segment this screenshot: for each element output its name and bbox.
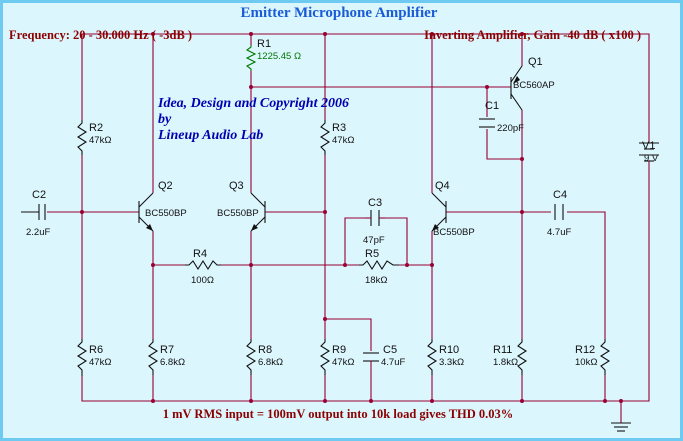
label-r6-value: 47kΩ bbox=[89, 357, 111, 368]
label-c3-value: 47pF bbox=[363, 235, 385, 246]
label-q3-value: BC550BP bbox=[217, 208, 259, 219]
capacitors bbox=[21, 118, 564, 367]
label-q4-value: BC550BP bbox=[433, 227, 475, 238]
label-q4-ref: Q4 bbox=[435, 180, 450, 192]
resistor-r9 bbox=[319, 339, 331, 375]
transistors bbox=[138, 65, 523, 232]
label-c2-value: 2.2uF bbox=[26, 227, 50, 238]
label-c5-value: 4.7uF bbox=[381, 357, 405, 368]
label-r3-value: 47kΩ bbox=[332, 135, 354, 146]
label-r4-value: 100Ω bbox=[191, 275, 214, 286]
label-r10-ref: R10 bbox=[439, 344, 459, 356]
label-c3-ref: C3 bbox=[368, 197, 382, 209]
label-r7-value: 6.8kΩ bbox=[160, 357, 185, 368]
label-r1-value: 1225.45 Ω bbox=[257, 51, 301, 62]
label-c5-ref: C5 bbox=[383, 344, 397, 356]
label-q3-ref: Q3 bbox=[229, 180, 244, 192]
resistor-r10 bbox=[426, 339, 438, 375]
component-labels: R1 1225.45 Ω R2 47kΩ R3 47kΩ R4 100Ω R5 … bbox=[26, 38, 659, 368]
battery-v1 bbox=[639, 142, 659, 167]
label-r11-value: 1.8kΩ bbox=[493, 357, 518, 368]
label-q2-value: BC550BP bbox=[145, 208, 187, 219]
credit-line-2: by bbox=[158, 112, 172, 127]
resistor-r7 bbox=[147, 339, 159, 375]
resistor-r6 bbox=[76, 339, 88, 376]
resistors bbox=[76, 45, 611, 376]
label-c4-value: 4.7uF bbox=[547, 227, 571, 238]
junction-dots bbox=[80, 32, 623, 403]
resistor-r11 bbox=[516, 339, 528, 375]
schematic-diagram: R1 1225.45 Ω R2 47kΩ R3 47kΩ R4 100Ω R5 … bbox=[9, 5, 659, 432]
label-r11-ref: R11 bbox=[493, 344, 512, 356]
label-r9-value: 47kΩ bbox=[332, 357, 354, 368]
label-r2-value: 47kΩ bbox=[89, 135, 111, 146]
resistor-r4 bbox=[185, 259, 221, 271]
label-v1-value: 9 V bbox=[644, 153, 659, 164]
label-c2-ref: C2 bbox=[32, 189, 46, 201]
transistor-q2 bbox=[138, 192, 154, 232]
label-r1-ref: R1 bbox=[257, 38, 271, 50]
label-r9-ref: R9 bbox=[332, 344, 346, 356]
label-r6-ref: R6 bbox=[89, 344, 103, 356]
label-q2-ref: Q2 bbox=[158, 180, 173, 192]
resistor-r2 bbox=[76, 120, 88, 155]
resistor-r3 bbox=[319, 120, 331, 155]
diagram-title: Emitter Microphone Amplifier bbox=[241, 5, 438, 21]
transistor-q3 bbox=[250, 192, 266, 232]
resistor-r5 bbox=[359, 259, 399, 271]
resistor-r12 bbox=[599, 339, 611, 375]
transistor-q1 bbox=[510, 65, 523, 111]
credit-line-1: Idea, Design and Copyright 2006 bbox=[157, 96, 349, 111]
label-c1-value: 220pF bbox=[497, 123, 524, 134]
wiring bbox=[47, 33, 650, 402]
label-r8-value: 6.8kΩ bbox=[258, 357, 283, 368]
label-r5-ref: R5 bbox=[365, 248, 379, 260]
label-r4-ref: R4 bbox=[193, 248, 207, 260]
amplifier-note: Inverting Amplifier, Gain -40 dB ( x100 … bbox=[424, 28, 641, 42]
resistor-r8 bbox=[245, 339, 257, 375]
ground-symbol bbox=[611, 401, 631, 432]
footer-note: 1 mV RMS input = 100mV output into 10k l… bbox=[163, 407, 514, 421]
label-q1-ref: Q1 bbox=[528, 56, 543, 68]
label-v1-ref: V1 bbox=[642, 140, 655, 152]
label-q1-value: BC560AP bbox=[513, 80, 555, 91]
label-r12-ref: R12 bbox=[575, 344, 595, 356]
label-r3-ref: R3 bbox=[332, 122, 346, 134]
label-c4-ref: C4 bbox=[553, 189, 567, 201]
label-r5-value: 18kΩ bbox=[365, 275, 387, 286]
label-r8-ref: R8 bbox=[258, 344, 272, 356]
label-r12-value: 10kΩ bbox=[575, 357, 597, 368]
credit-line-3: Lineup Audio Lab bbox=[157, 128, 263, 143]
resistor-r1 bbox=[245, 45, 257, 71]
label-c1-ref: C1 bbox=[485, 100, 499, 112]
label-r7-ref: R7 bbox=[160, 344, 174, 356]
frequency-note: Frequency: 20 - 30.000 Hz ( -3dB ) bbox=[9, 28, 192, 42]
label-r2-ref: R2 bbox=[89, 122, 103, 134]
label-r10-value: 3.3kΩ bbox=[439, 357, 464, 368]
transistor-q4 bbox=[431, 192, 447, 232]
